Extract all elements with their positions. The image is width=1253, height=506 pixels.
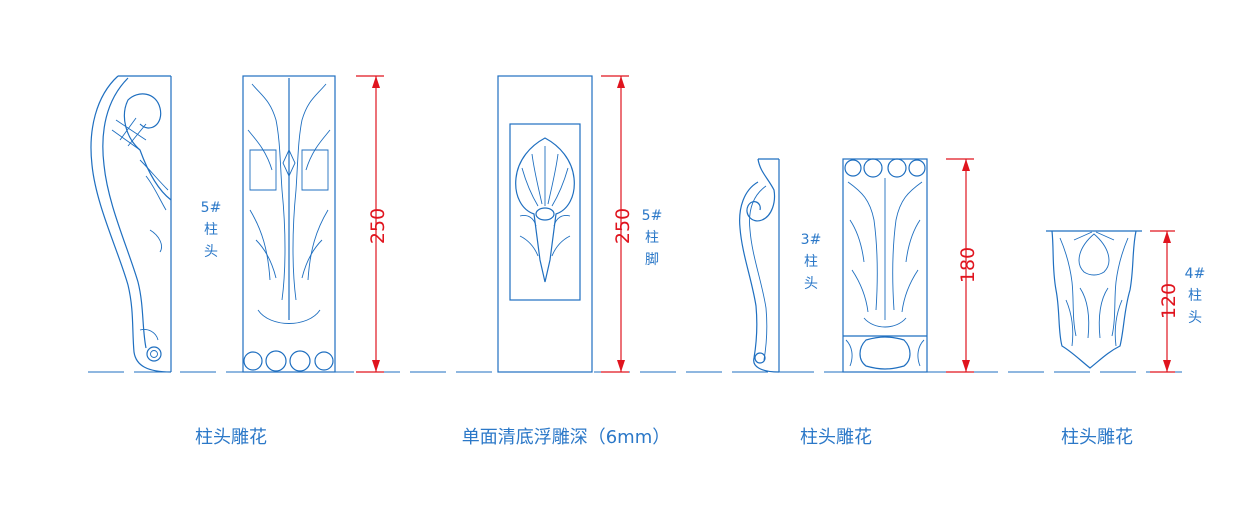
label-4: 4# 柱 头 [1185,266,1206,326]
label-1: 5# 柱 头 [201,200,222,260]
label-2-char-1: 柱 [645,230,659,246]
piece-3-front [842,158,928,373]
dimension-2: 250 [601,75,634,373]
dimension-3-text: 180 [957,247,979,283]
label-3-char-2: 头 [804,276,818,292]
label-4-code: 4# [1185,266,1206,282]
caption-4: 柱头雕花 [1061,427,1133,448]
caption-2: 单面清底浮雕深（6mm） [462,427,671,448]
dimension-2-text: 250 [612,208,634,244]
label-2-code: 5# [642,208,663,224]
dimension-4: 120 [1150,230,1180,373]
piece-4-front [1046,230,1142,369]
piece-1-front [242,75,336,373]
piece-3-profile [739,158,780,373]
label-4-char-1: 柱 [1188,288,1202,304]
label-1-code: 5# [201,200,222,216]
dimension-1-text: 250 [367,208,389,244]
label-3: 3# 柱 头 [801,232,822,292]
label-3-code: 3# [801,232,822,248]
caption-3: 柱头雕花 [800,427,872,448]
dimension-1: 250 [356,75,389,373]
label-2: 5# 柱 脚 [642,208,663,268]
piece-2-panel [497,75,593,373]
label-3-char-1: 柱 [804,254,818,270]
label-1-char-1: 柱 [204,222,218,238]
piece-1-profile [90,75,172,373]
dimension-4-text: 120 [1158,283,1180,319]
label-2-char-2: 脚 [645,252,659,268]
label-1-char-2: 头 [204,244,218,260]
label-4-char-2: 头 [1188,310,1202,326]
caption-1: 柱头雕花 [195,427,267,448]
dimension-3: 180 [946,158,979,373]
